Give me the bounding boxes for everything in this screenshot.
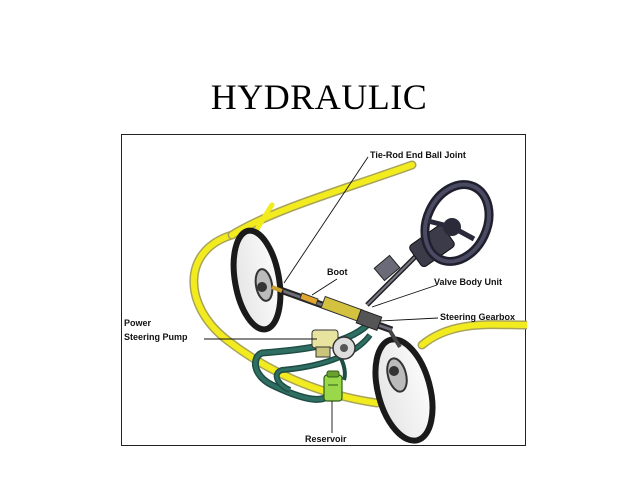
steering-illustration: [122, 135, 527, 447]
left-tire: [227, 227, 288, 333]
reservoir: [324, 371, 342, 401]
right-tire: [365, 333, 442, 447]
label-reservoir: Reservoir: [305, 434, 347, 444]
label-steering-gearbox: Steering Gearbox: [440, 312, 515, 322]
label-boot: Boot: [327, 267, 348, 277]
label-tie-rod-end-ball-joint: Tie-Rod End Ball Joint: [370, 150, 466, 160]
label-power: Power: [124, 318, 151, 328]
slide-title: HYDRAULIC: [0, 76, 638, 118]
steering-rack: [272, 287, 392, 330]
label-valve-body-unit: Valve Body Unit: [434, 277, 502, 287]
steering-diagram: Tie-Rod End Ball Joint Boot Valve Body U…: [121, 134, 526, 446]
label-steering-pump: Steering Pump: [124, 332, 188, 342]
